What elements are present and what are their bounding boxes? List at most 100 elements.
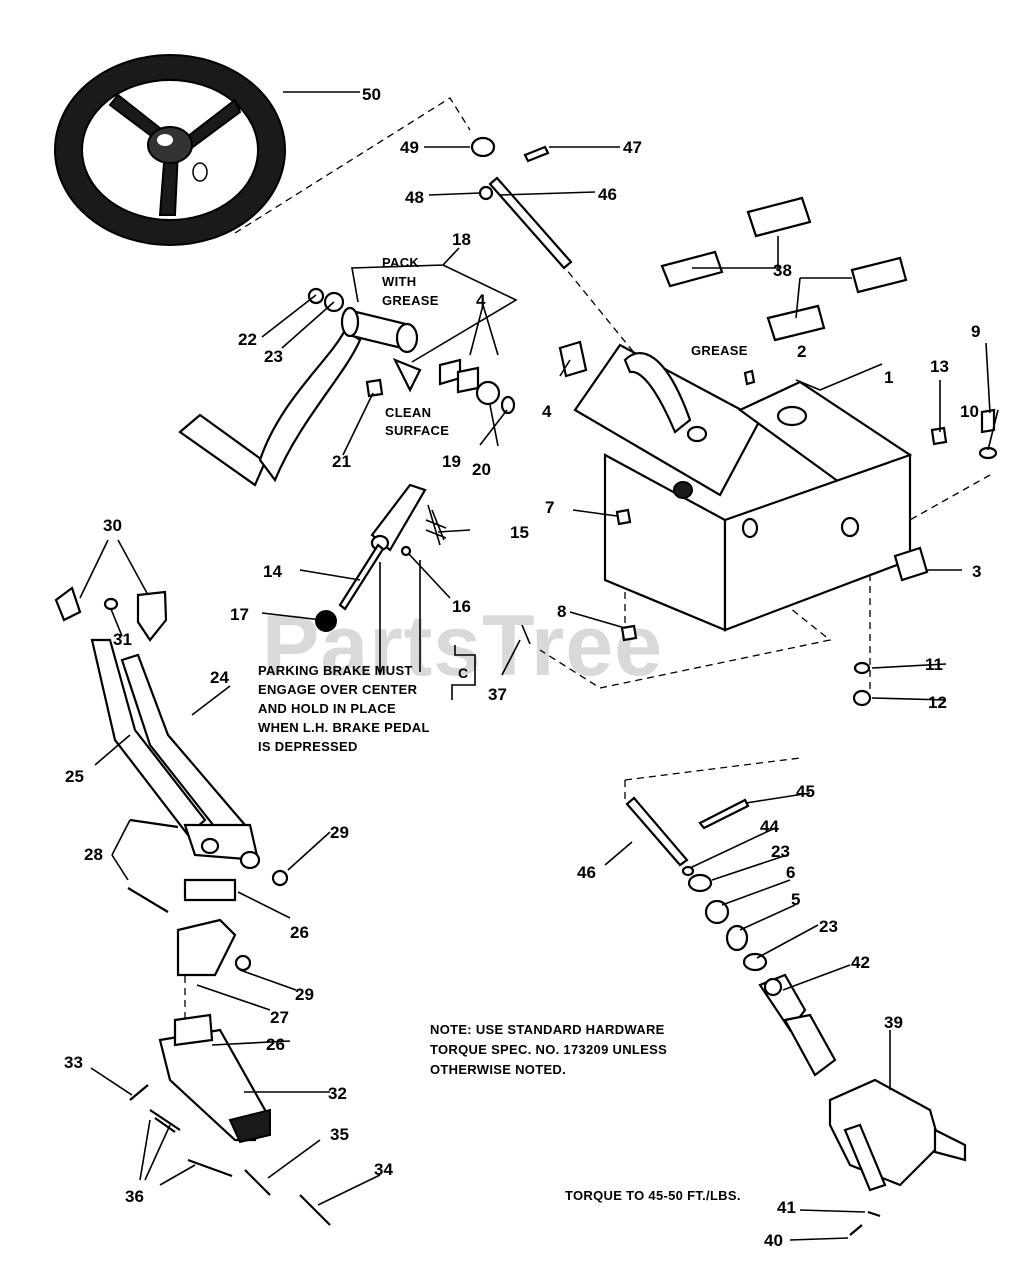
callout-1: 1: [884, 368, 893, 387]
nut-6: [704, 899, 730, 925]
callout-48: 48: [405, 188, 424, 207]
note-grease: GREASE: [691, 343, 748, 358]
callout-6: 6: [786, 863, 795, 882]
bolt-28a: [129, 818, 179, 829]
callout-36: 36: [125, 1187, 144, 1206]
callout-37: 37: [488, 685, 507, 704]
steering-wheel: [54, 54, 286, 246]
callout-29a: 29: [330, 823, 349, 842]
nut-8: [620, 624, 638, 642]
note-pack-grease: PACK WITH GREASE: [382, 255, 438, 308]
callout-10: 10: [960, 402, 979, 421]
callout-38: 38: [773, 261, 792, 280]
callout-26b: 26: [266, 1035, 285, 1054]
callout-13: 13: [930, 357, 949, 376]
parking-brake-lever: [315, 483, 447, 632]
callout-18: 18: [452, 230, 471, 249]
bolt-33: [129, 1084, 149, 1101]
grease-fitting-2: [743, 369, 756, 386]
callout-11: 11: [925, 655, 943, 674]
washer-23c: [742, 952, 768, 972]
callout-33: 33: [64, 1053, 83, 1072]
washer-49: [470, 136, 496, 158]
pad-30a: [54, 586, 82, 622]
callout-16: 16: [452, 597, 471, 616]
callout-15: 15: [510, 523, 529, 542]
callout-45: 45: [796, 782, 815, 801]
callout-26a: 26: [290, 923, 309, 942]
callout-7: 7: [545, 498, 554, 517]
bushing-3: [893, 546, 929, 582]
callout-29b: 29: [295, 985, 314, 1004]
callout-5: 5: [791, 890, 800, 909]
callout-50: 50: [362, 85, 381, 104]
callout-46a: 46: [598, 185, 617, 204]
svg-text:IS DEPRESSED: IS DEPRESSED: [258, 739, 358, 754]
bolt-28b: [127, 887, 169, 913]
u-joint-42: [758, 973, 837, 1077]
callout-8: 8: [557, 602, 566, 621]
detail-c-marker: C: [451, 645, 476, 700]
svg-text:PACK: PACK: [382, 255, 419, 270]
callout-14: 14: [263, 562, 282, 581]
shaft-46b: [625, 796, 689, 867]
fitting-34: [299, 1194, 331, 1226]
svg-text:OTHERWISE NOTED.: OTHERWISE NOTED.: [430, 1062, 566, 1077]
bolt-7: [615, 508, 632, 526]
callout-12: 12: [928, 693, 947, 712]
key-21: [365, 378, 384, 398]
nut-29a: [271, 869, 289, 887]
callout-23c: 23: [819, 917, 838, 936]
callout-41: 41: [777, 1198, 796, 1217]
shaft-46: [488, 176, 573, 270]
note-torque: TORQUE TO 45-50 FT./LBS.: [565, 1188, 741, 1203]
note-standard-hardware: NOTE: USE STANDARD HARDWARE TORQUE SPEC.…: [430, 1022, 667, 1077]
callout-24: 24: [210, 668, 229, 687]
callout-2: 2: [797, 342, 806, 361]
steering-gear-39: [828, 1078, 967, 1192]
svg-text:C: C: [458, 665, 468, 681]
bolt-9: [980, 408, 996, 434]
bushing-4c: [558, 340, 588, 378]
frame-1: [573, 343, 913, 632]
fittings-36a: [149, 1109, 181, 1133]
note-parking-brake: PARKING BRAKE MUST ENGAGE OVER CENTER AN…: [258, 663, 430, 754]
callout-4a: 4: [476, 291, 486, 310]
brake-pedals-24-25: [90, 638, 261, 870]
callout-22: 22: [238, 330, 257, 349]
svg-text:WHEN L.H. BRAKE PEDAL: WHEN L.H. BRAKE PEDAL: [258, 720, 430, 735]
svg-text:AND HOLD IN PLACE: AND HOLD IN PLACE: [258, 701, 396, 716]
callout-25: 25: [65, 767, 84, 786]
pin-37: [521, 624, 531, 645]
pad-30b: [136, 590, 168, 642]
callout-27: 27: [270, 1008, 289, 1027]
callout-19: 19: [442, 452, 461, 471]
svg-text:CLEAN: CLEAN: [385, 405, 431, 420]
svg-text:SURFACE: SURFACE: [385, 423, 449, 438]
fittings-36b: [187, 1158, 233, 1178]
callout-47: 47: [623, 138, 642, 157]
callout-9: 9: [971, 322, 980, 341]
nut-48: [478, 185, 494, 201]
washer-23b: [687, 873, 713, 893]
callout-44: 44: [760, 817, 779, 836]
callout-21: 21: [332, 452, 351, 471]
nut-41: [867, 1210, 881, 1218]
callout-39: 39: [884, 1013, 903, 1032]
callout-31: 31: [113, 630, 132, 649]
callout-23a: 23: [264, 347, 283, 366]
bushing-4b: [456, 366, 480, 394]
callout-17: 17: [230, 605, 249, 624]
callout-42: 42: [851, 953, 870, 972]
nut-12: [852, 689, 872, 707]
callout-49: 49: [400, 138, 419, 157]
bolt-40: [849, 1224, 863, 1236]
pads-38: [660, 196, 908, 342]
brake-pedal-18: [178, 306, 422, 487]
callout-35: 35: [330, 1125, 349, 1144]
link-27: [176, 918, 237, 977]
svg-text:PARKING BRAKE MUST: PARKING BRAKE MUST: [258, 663, 413, 678]
svg-text:TORQUE SPEC. NO. 173209 UNLESS: TORQUE SPEC. NO. 173209 UNLESS: [430, 1042, 667, 1057]
bolt-47: [523, 145, 550, 163]
